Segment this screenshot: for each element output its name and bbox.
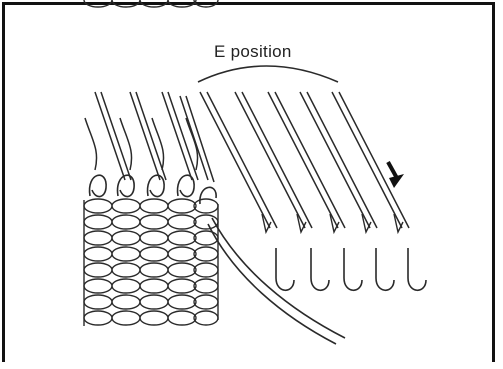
needle-hooks: [276, 248, 426, 290]
e-position-needles: [200, 92, 409, 228]
e-position-bracket: [198, 66, 338, 82]
working-needles: [85, 92, 214, 182]
down-arrow-icon: [388, 162, 404, 188]
